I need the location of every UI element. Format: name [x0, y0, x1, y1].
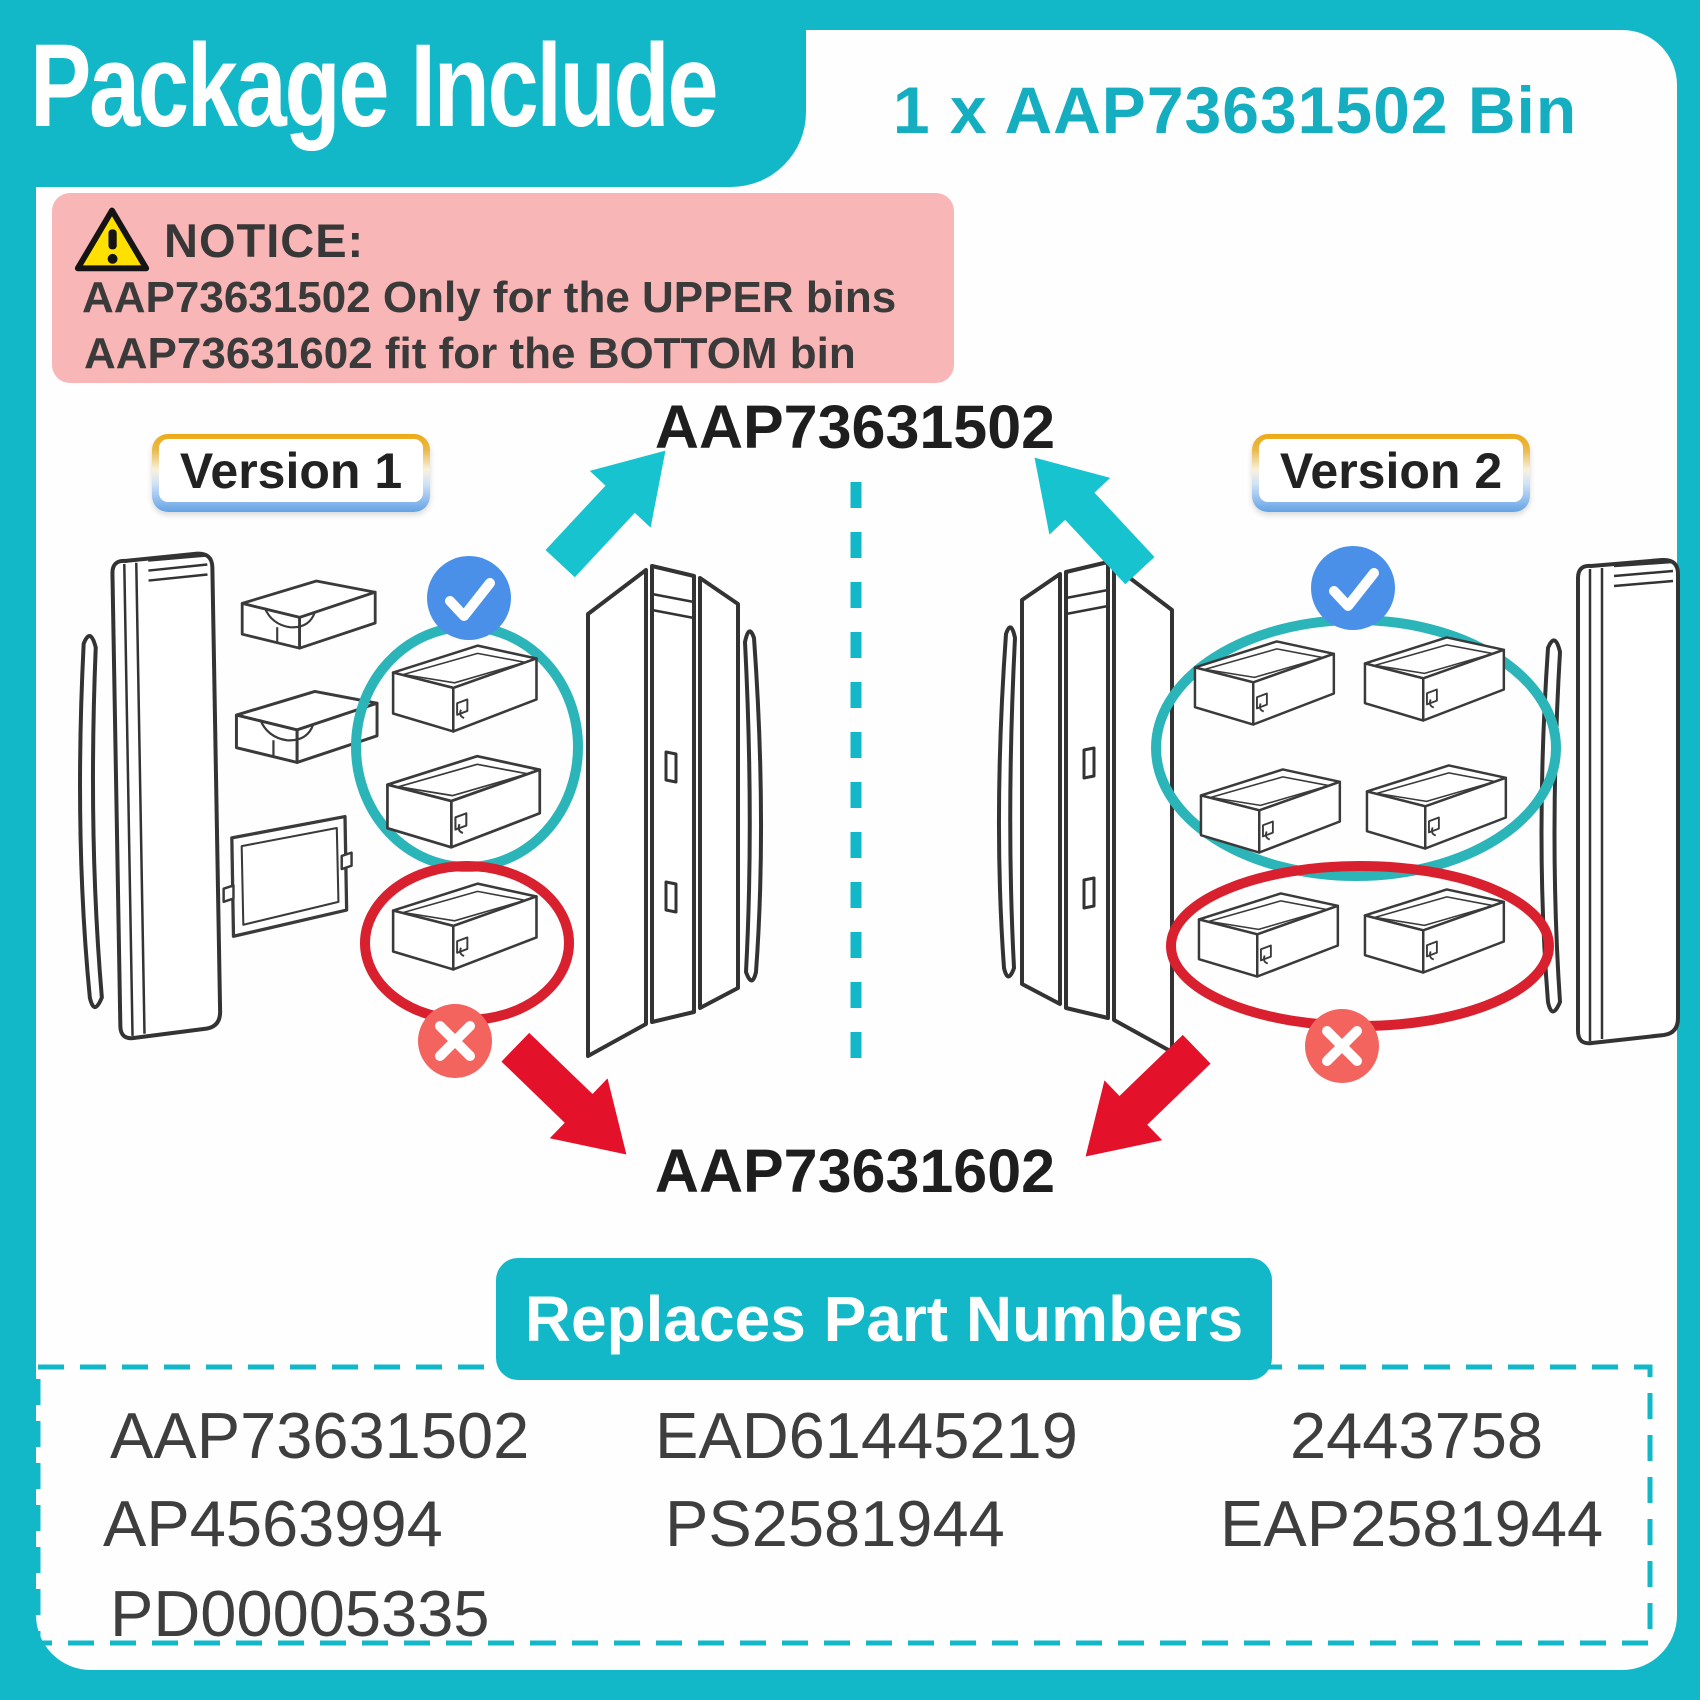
lower-part-number-label: AAP73631602 [654, 1137, 1056, 1205]
part-number: 2443758 [1290, 1399, 1544, 1472]
version2-badge: Version 2 [1252, 434, 1530, 512]
part-number: EAP2581944 [1220, 1487, 1604, 1560]
notice-box: NOTICE: AAP73631502 Only for the UPPER b… [52, 193, 954, 383]
upper-part-number-label: AAP73631502 [654, 393, 1056, 461]
notice-title-row: NOTICE: [74, 207, 364, 273]
header-band: Package Include [0, 0, 806, 187]
part-number: PD00005335 [110, 1577, 490, 1650]
part-number: EAD61445219 [655, 1399, 1078, 1472]
notice-title: NOTICE: [164, 213, 365, 267]
notice-line-bottom: AAP73631602 fit for the BOTTOM bin [84, 329, 856, 378]
part-number: AP4563994 [103, 1487, 443, 1560]
version1-badge: Version 1 [152, 434, 430, 512]
notice-line-upper: AAP73631502 Only for the UPPER bins [82, 273, 897, 322]
package-contents: 1 x AAP73631502 Bin [892, 73, 1578, 147]
page-title: Package Include [30, 20, 719, 152]
replaces-banner: Replaces Part Numbers [496, 1258, 1272, 1380]
version1-label: Version 1 [159, 439, 423, 502]
warning-icon [74, 207, 150, 272]
part-number: AAP73631502 [110, 1399, 530, 1472]
version2-label: Version 2 [1259, 439, 1523, 502]
part-number: PS2581944 [665, 1487, 1005, 1560]
